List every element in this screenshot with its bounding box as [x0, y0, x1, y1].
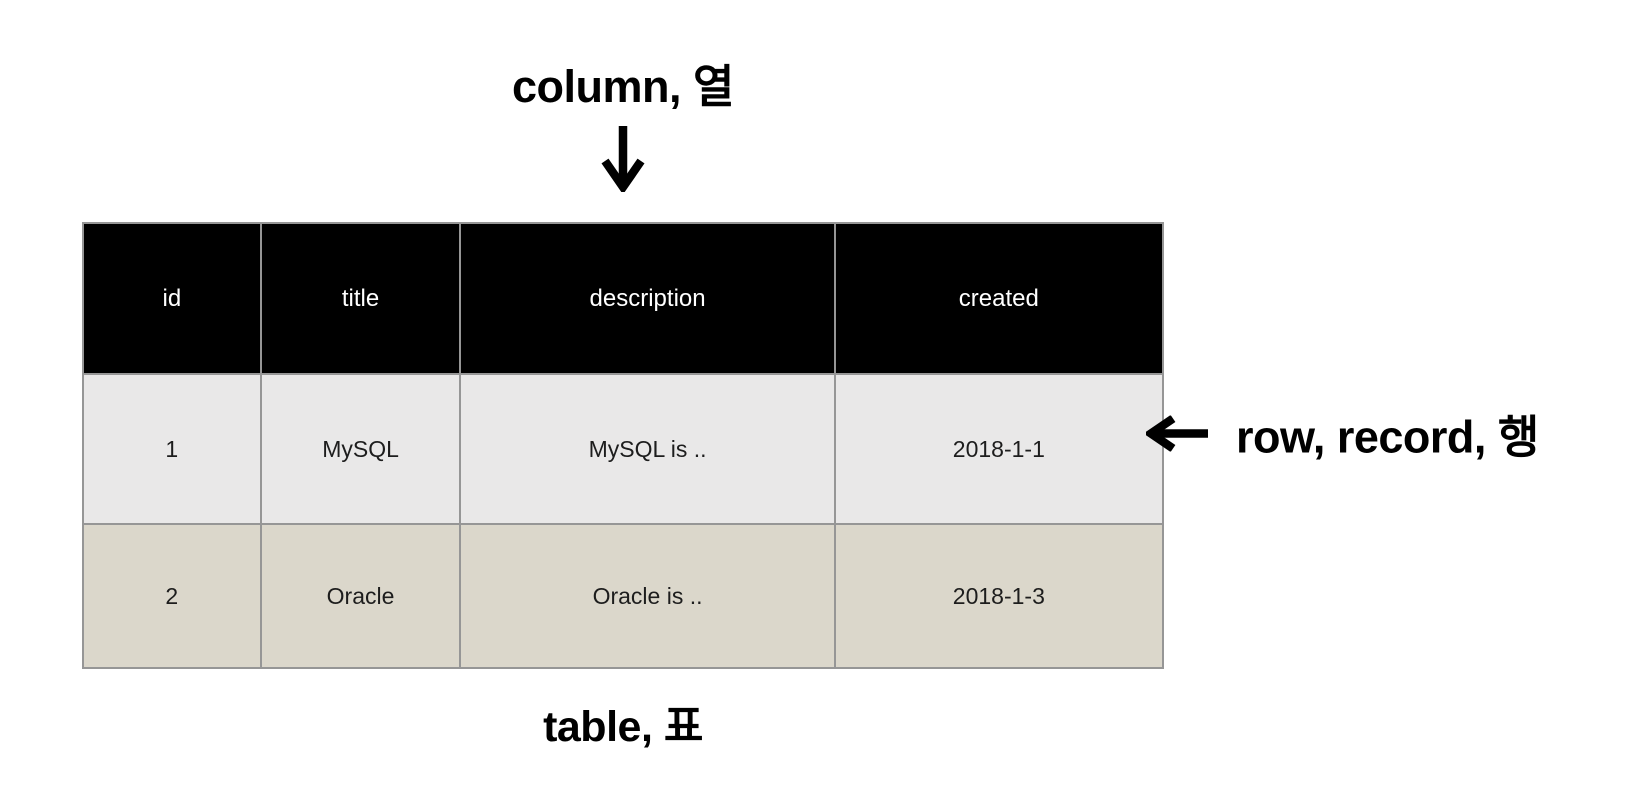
column-annotation-label: column, 열	[512, 61, 734, 112]
cell-id: 2	[82, 523, 262, 669]
table-row: 1 MySQL MySQL is .. 2018-1-1	[82, 373, 1165, 525]
database-table: id title description created 1 MySQL MyS…	[82, 222, 1165, 669]
row-annotation-group: row, record, 행	[1146, 401, 1539, 466]
table-axis-group: column, 열 id title description created	[82, 0, 1165, 802]
table-row: 2 Oracle Oracle is .. 2018-1-3	[82, 523, 1165, 669]
cell-created: 2018-1-3	[833, 523, 1165, 669]
table-header-row: id title description created	[82, 222, 1165, 375]
cell-title: MySQL	[259, 373, 462, 525]
cell-created: 2018-1-1	[833, 373, 1165, 525]
table-annotation-label: table, 표	[543, 703, 703, 751]
cell-title: Oracle	[259, 523, 462, 669]
cell-description: Oracle is ..	[459, 523, 836, 669]
cell-description: MySQL is ..	[459, 373, 836, 525]
down-arrow-icon	[601, 126, 645, 192]
left-arrow-icon	[1146, 415, 1208, 451]
column-header-title: title	[259, 222, 462, 375]
row-annotation-label: row, record, 행	[1236, 411, 1539, 463]
column-header-created: created	[833, 222, 1165, 375]
column-header-description: description	[459, 222, 836, 375]
column-header-id: id	[82, 222, 262, 375]
cell-id: 1	[82, 373, 262, 525]
